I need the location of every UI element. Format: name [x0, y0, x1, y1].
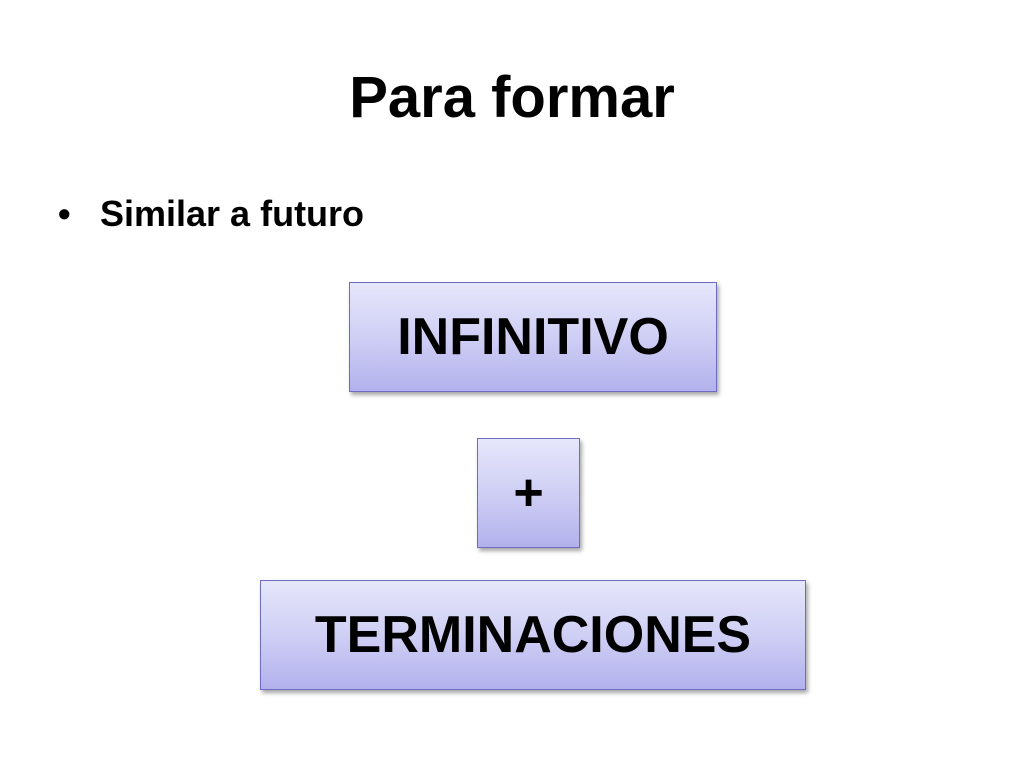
plus-label: +: [513, 464, 544, 522]
infinitivo-box: INFINITIVO: [349, 282, 717, 392]
terminaciones-label: TERMINACIONES: [314, 606, 752, 664]
slide-title: Para formar: [349, 65, 675, 130]
bullet-item: • Similar a futuro: [58, 190, 364, 238]
infinitivo-label: INFINITIVO: [397, 308, 669, 366]
terminaciones-box: TERMINACIONES: [260, 580, 806, 690]
plus-box: +: [477, 438, 580, 548]
bullet-text: Similar a futuro: [100, 193, 365, 234]
bullet-marker: •: [58, 193, 71, 234]
bullet-list: • Similar a futuro: [58, 190, 364, 238]
